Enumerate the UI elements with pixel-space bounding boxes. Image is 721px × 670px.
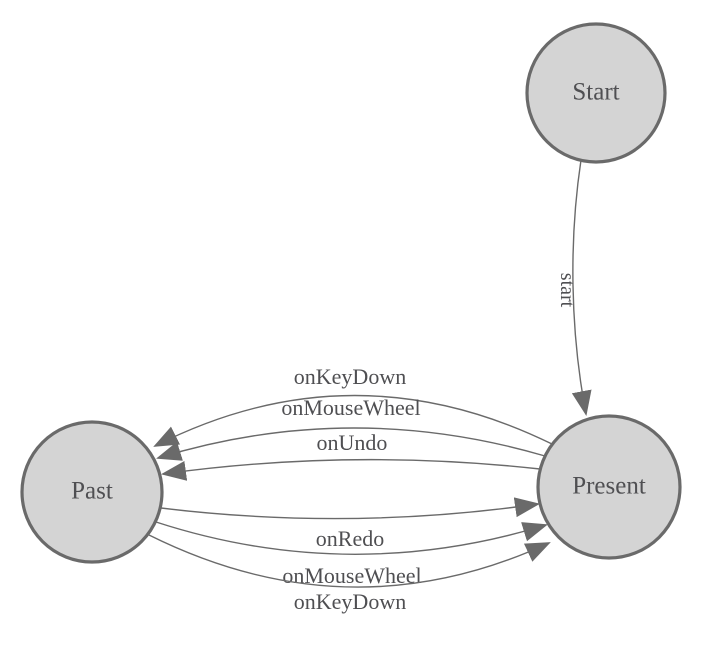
edge-past-to-present-onkeydown	[148, 534, 551, 588]
node-start[interactable]: Start	[525, 22, 667, 164]
edge-present-to-past-onkeydown-label: onKeyDown	[294, 364, 406, 389]
node-past-circle[interactable]	[20, 420, 164, 564]
edge-start-to-present-start	[571, 159, 592, 416]
node-start-circle[interactable]	[525, 22, 667, 164]
edge-present-to-past-onundo	[161, 458, 541, 481]
edge-past-to-present-onkeydown-label: onKeyDown	[294, 589, 406, 614]
edge-present-to-past-onmousewheel-label: onMouseWheel	[281, 395, 420, 420]
node-past-label: Past	[71, 478, 113, 505]
edge-start-to-present-start-label: start	[556, 273, 578, 308]
edge-present-to-past-onmousewheel	[156, 427, 546, 461]
edge-past-to-present-onredo-label: onRedo	[316, 526, 384, 551]
edge-past-to-present-onmousewheel	[155, 521, 548, 555]
node-start-label: Start	[572, 79, 619, 106]
edge-present-to-past-onundo-label: onUndo	[317, 430, 388, 455]
node-present-label: Present	[572, 473, 646, 500]
node-past[interactable]: Past	[20, 420, 164, 564]
edge-present-to-past-onkeydown	[153, 394, 553, 447]
edges-layer: start onKeyDown onMouseWheel onUndo onRedo on…	[148, 159, 592, 614]
edge-past-to-present-onredo	[160, 497, 540, 520]
node-present-circle[interactable]	[536, 414, 682, 560]
node-present[interactable]: Present	[536, 414, 682, 560]
